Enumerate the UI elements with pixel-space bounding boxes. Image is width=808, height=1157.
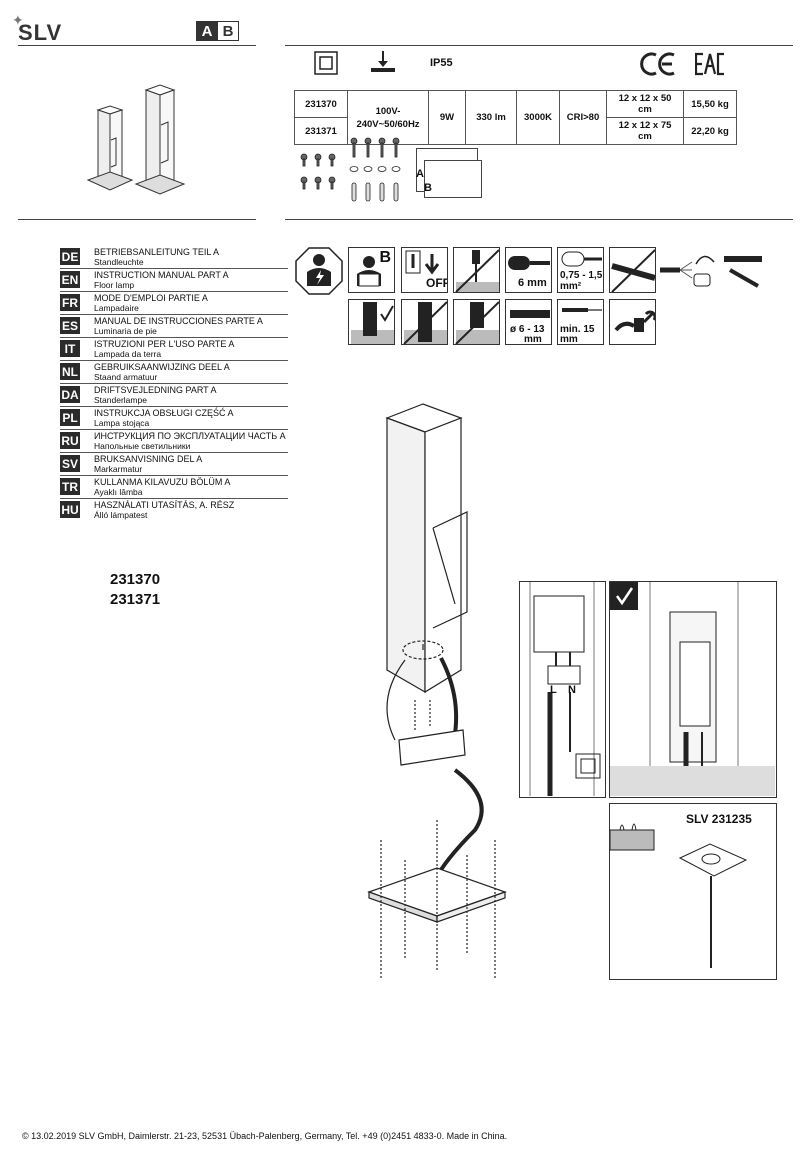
manual-b-label: B	[424, 182, 432, 194]
weight: 15,50 kg	[683, 90, 737, 118]
ip-rating: IP55	[430, 57, 453, 69]
power-off-icon: OFF	[401, 247, 448, 293]
manual-a-label: A	[416, 168, 424, 180]
accessory-panel: SLV 231235	[609, 803, 777, 980]
ce-mark-icon	[640, 52, 675, 76]
screws-illustration	[300, 137, 401, 202]
luminous-flux: 330 lm	[465, 90, 517, 145]
part-b-badge: B	[217, 21, 239, 41]
divider	[285, 45, 793, 46]
manual-a-sheet	[424, 160, 482, 198]
model-numbers: 231370 231371	[110, 571, 161, 608]
product-illustration	[86, 84, 186, 195]
divider	[285, 219, 793, 220]
install-incorrect-1-icon	[401, 299, 448, 345]
check-badge	[610, 582, 638, 610]
cri: CRI>80	[559, 90, 607, 145]
cable-diameter-icon: ø 6 - 13 mm	[505, 299, 552, 345]
divider	[18, 219, 256, 220]
slv-logo: ✦SLV	[12, 12, 63, 45]
drilling-prohibited-icon	[453, 247, 500, 293]
wrench-icon	[609, 299, 656, 345]
eac-mark-icon	[695, 52, 724, 76]
sparkle-icon: ✦	[12, 12, 25, 28]
protection-class-icon	[314, 51, 338, 75]
install-incorrect-2-icon	[453, 299, 500, 345]
wire-cross-section-icon: 0,75 - 1,5 mm²	[557, 247, 604, 293]
min-length-icon: min. 15 mm	[557, 299, 604, 345]
part-a-badge: A	[196, 21, 218, 41]
live-terminal-label: L	[550, 684, 557, 696]
power: 9W	[428, 90, 466, 145]
weight: 22,20 kg	[683, 117, 737, 145]
model-number: 231371	[294, 117, 348, 145]
neutral-terminal-label: N	[568, 684, 576, 696]
install-correct-icon	[348, 299, 395, 345]
specification-table: 231370 100V- 240V~50/60Hz 9W 330 lm 3000…	[294, 90, 737, 145]
correct-installation-panel	[609, 581, 777, 798]
strip-length-icon: 6 mm	[505, 247, 552, 293]
wire-ferrule-illustration	[660, 255, 762, 288]
voltage: 100V- 240V~50/60Hz	[347, 90, 429, 145]
read-manual-b-icon: B	[348, 247, 395, 293]
dimensions: 12 x 12 x 50 cm	[606, 90, 684, 118]
accessory-label: SLV 231235	[686, 812, 752, 826]
wiring-detail-panel: L N	[519, 581, 606, 798]
dimensions: 12 x 12 x 75 cm	[606, 117, 684, 145]
electrician-warning-icon	[295, 247, 343, 295]
color-temperature: 3000K	[516, 90, 560, 145]
footer-copyright: © 13.02.2019 SLV GmbH, Daimlerstr. 21-23…	[22, 1131, 508, 1141]
installation-diagram	[367, 403, 507, 980]
divider	[18, 45, 256, 46]
mounting-surface-icon	[371, 51, 395, 72]
model-number: 231370	[294, 90, 348, 118]
stranded-wire-prohibited-icon	[609, 247, 656, 293]
part-indicator: A B	[196, 21, 239, 41]
